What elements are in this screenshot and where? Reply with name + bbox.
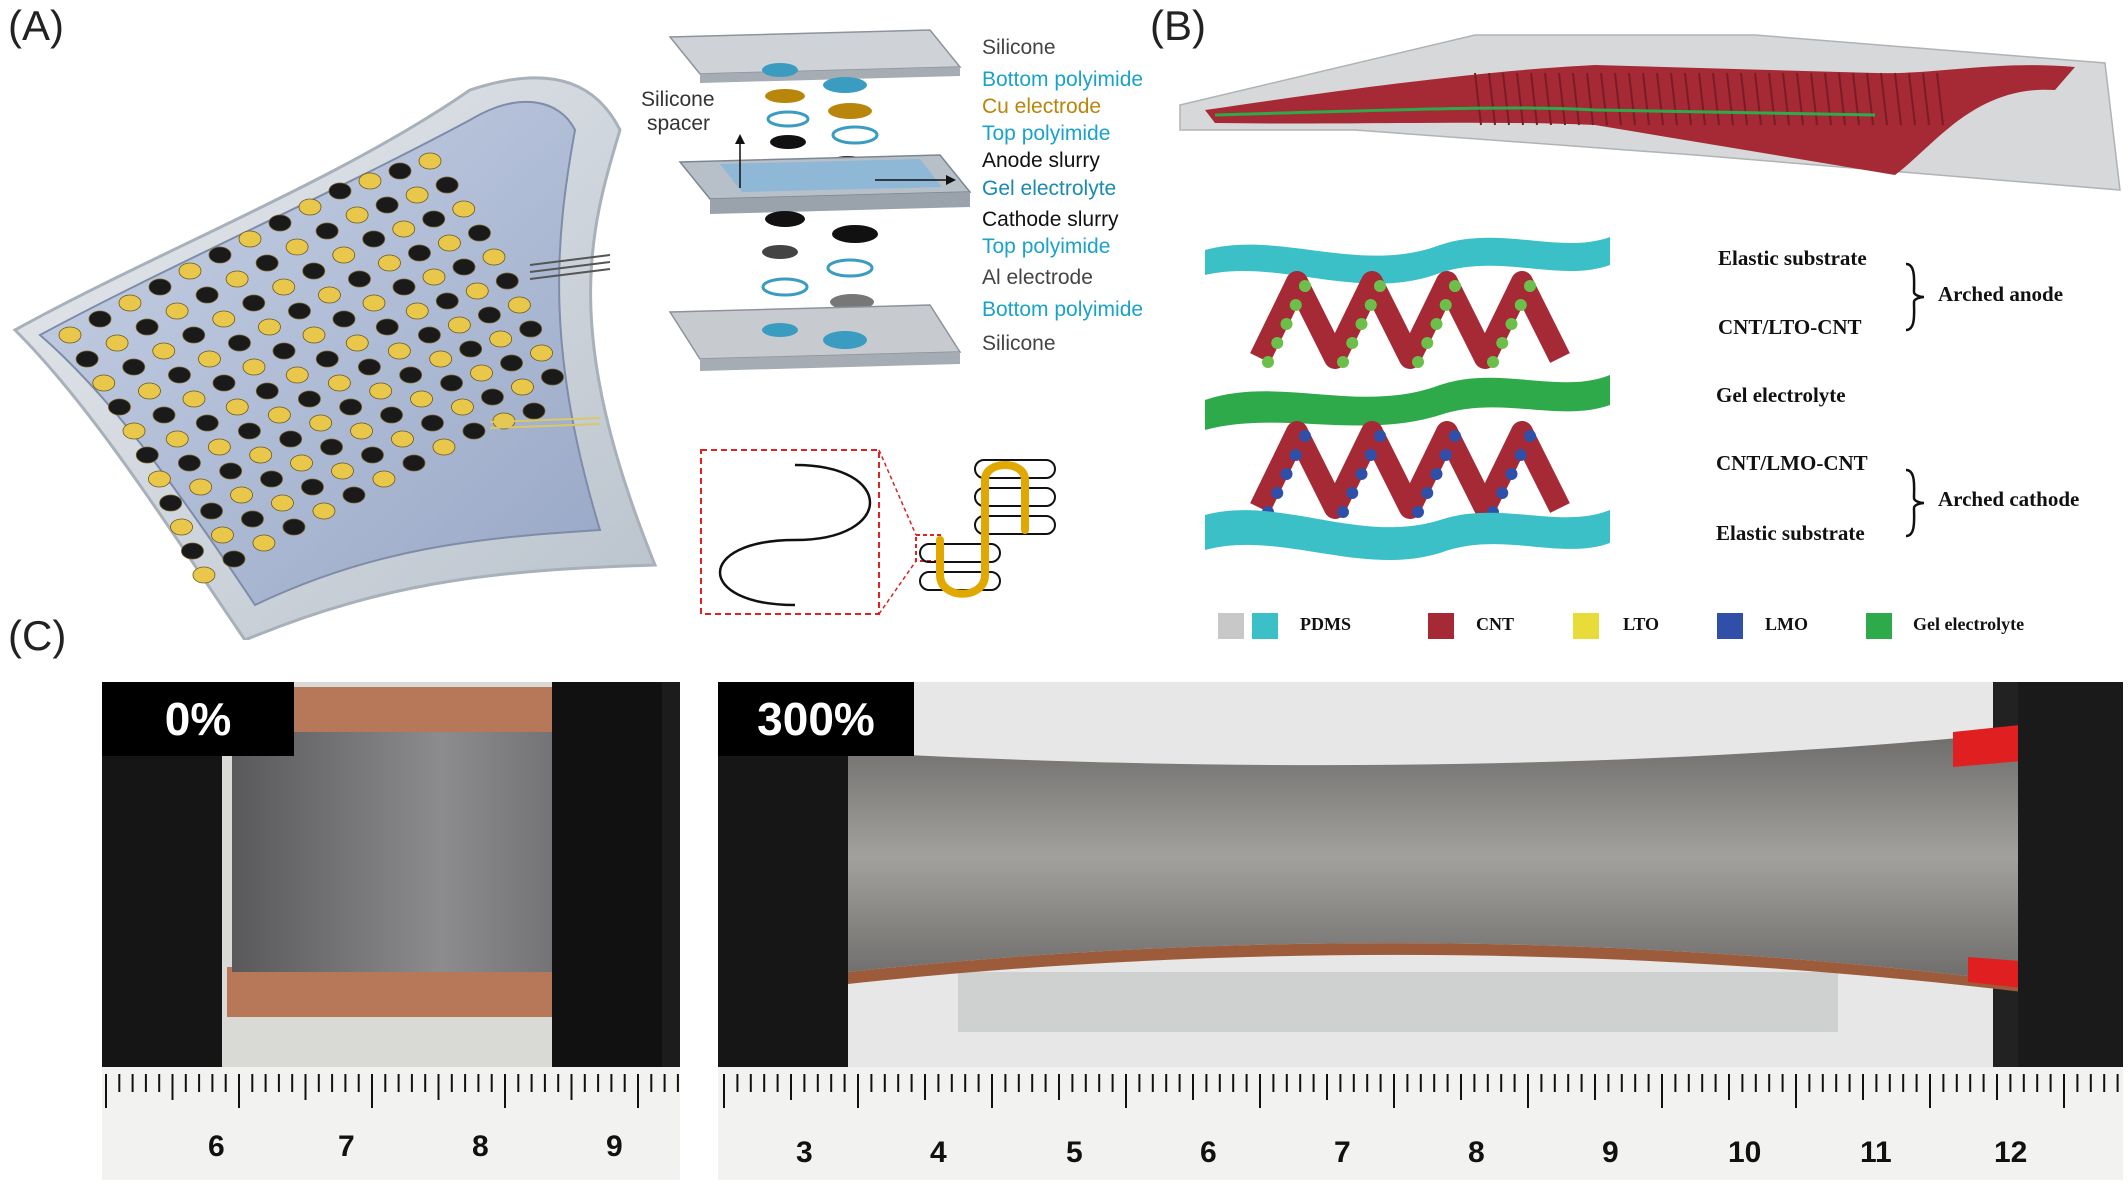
ruler-number: 8	[472, 1130, 489, 1163]
layer-label-silicone-top: Silicone	[982, 36, 1056, 59]
arched-electrode-layer-diagram	[1205, 237, 1610, 561]
ruler-number: 7	[1334, 1136, 1351, 1169]
arched-cathode-brace	[1905, 468, 1925, 538]
legend-swatch-lmo	[1717, 613, 1743, 639]
ruler-number: 9	[606, 1130, 623, 1163]
silicone-spacer-label: Silicone	[641, 88, 715, 111]
layer-label-gel-electrolyte: Gel electrolyte	[982, 177, 1117, 200]
ruler-number: 6	[1200, 1136, 1217, 1169]
layer-label-al-electrode: Al electrode	[982, 266, 1093, 289]
legend-swatch-pdms-teal	[1252, 613, 1278, 639]
ruler-number: 11	[1860, 1136, 1892, 1169]
panel-label-a: (A)	[8, 2, 64, 49]
cnt-lto-cnt-label: CNT/LTO-CNT	[1718, 315, 1862, 339]
ruler-number: 9	[1602, 1136, 1619, 1169]
stretchable-battery-array-illustration	[12, 76, 658, 640]
layer-label-cathode-slurry: Cathode slurry	[982, 208, 1119, 231]
layer-label-anode-slurry: Anode slurry	[982, 149, 1100, 172]
elastic-substrate-bottom-label: Elastic substrate	[1716, 521, 1865, 545]
legend-swatch-cnt	[1428, 613, 1454, 639]
ruler-number: 3	[796, 1136, 813, 1169]
ruler-number: 6	[208, 1130, 225, 1163]
arched-cathode-label: Arched cathode	[1938, 487, 2080, 511]
layer-label-top-polyimide-2: Top polyimide	[982, 235, 1111, 258]
legend-label-pdms: PDMS	[1300, 614, 1351, 634]
ruler-number: 7	[338, 1130, 355, 1163]
layer-label-silicone-bottom: Silicone	[982, 332, 1056, 355]
legend-label-cnt: CNT	[1476, 614, 1515, 634]
legend-label-gel-electrolyte: Gel electrolyte	[1913, 614, 2025, 634]
serpentine-interconnect-inset	[700, 449, 1056, 615]
arched-anode-brace	[1905, 262, 1925, 332]
strain-tag-300-percent: 300%	[718, 682, 914, 756]
ruler-number: 10	[1728, 1136, 1762, 1169]
exploded-layer-stack	[668, 29, 972, 371]
legend-swatch-lto	[1573, 613, 1599, 639]
ruler-number: 8	[1468, 1136, 1485, 1169]
layer-label-bottom-polyimide-1: Bottom polyimide	[982, 68, 1144, 91]
ruler-number: 4	[930, 1136, 947, 1169]
photo-stretched-300-percent	[718, 682, 2123, 1180]
gel-electrolyte-label: Gel electrolyte	[1716, 383, 1846, 407]
elastic-substrate-top-label: Elastic substrate	[1718, 246, 1867, 270]
panel-label-b: (B)	[1150, 2, 1206, 49]
photo-unstretched	[102, 682, 680, 1180]
strain-tag-0-percent: 0%	[102, 682, 294, 756]
legend-label-lmo: LMO	[1765, 614, 1808, 634]
arched-anode-label: Arched anode	[1938, 282, 2064, 306]
stretched-cell-3d-model	[1179, 34, 2121, 191]
silicone-spacer-label-line2: spacer	[647, 112, 711, 135]
legend-label-lto: LTO	[1623, 614, 1660, 634]
legend-swatch-gel-electrolyte	[1866, 613, 1892, 639]
panel-label-c: (C)	[8, 612, 67, 659]
layer-label-bottom-polyimide-2: Bottom polyimide	[982, 298, 1144, 321]
layer-label-top-polyimide-1: Top polyimide	[982, 122, 1111, 145]
ruler-number: 12	[1994, 1136, 2028, 1169]
ruler-number: 5	[1066, 1136, 1083, 1169]
layer-label-cu-electrode: Cu electrode	[982, 95, 1102, 118]
cnt-lmo-cnt-label: CNT/LMO-CNT	[1716, 451, 1868, 475]
legend-swatch-pdms-grey	[1218, 613, 1244, 639]
